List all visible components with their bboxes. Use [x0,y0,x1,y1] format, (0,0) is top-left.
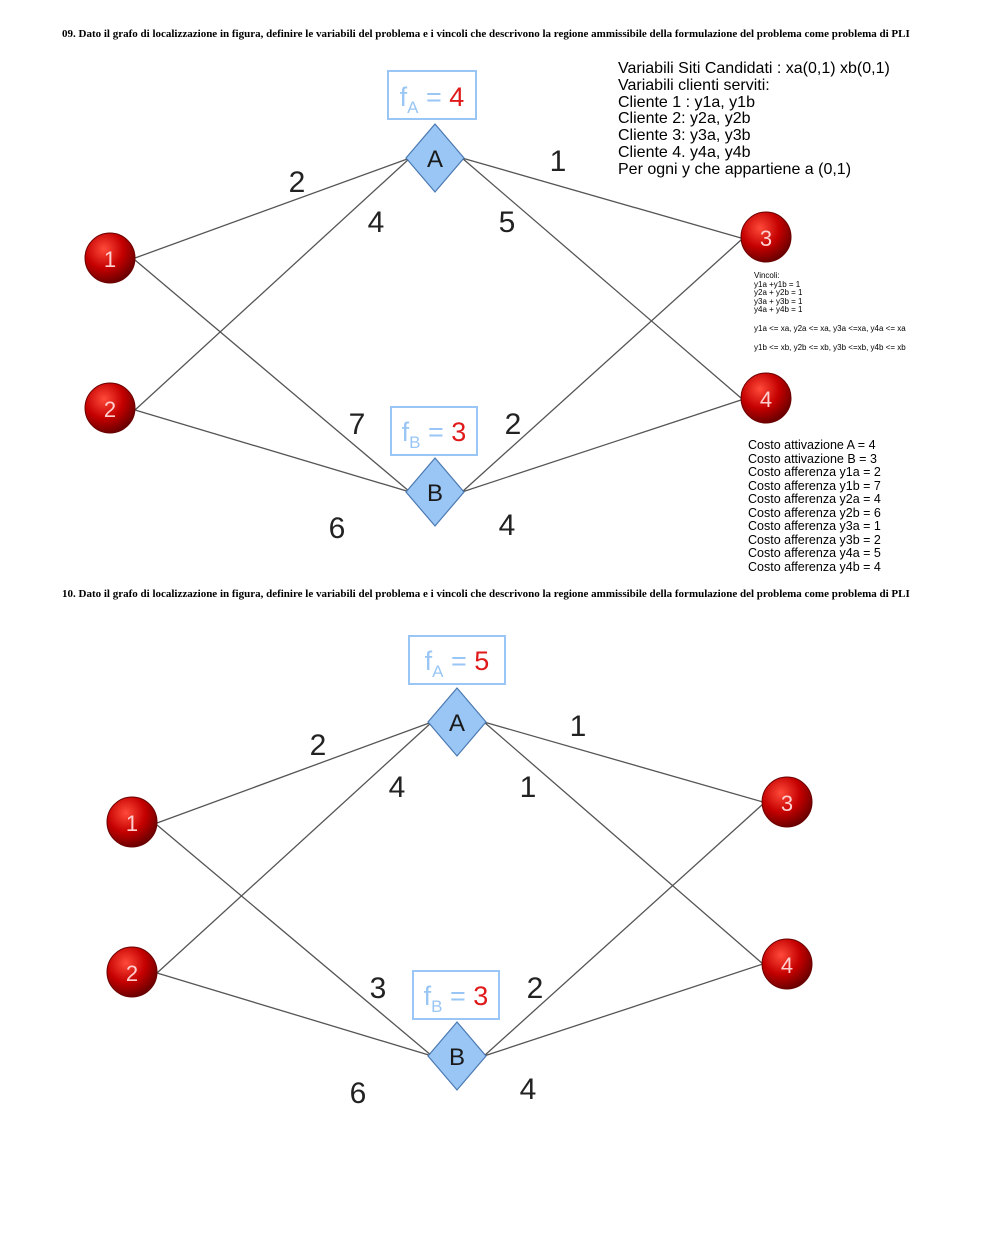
variables-line: Per ogni y che appartiene a (0,1) [618,160,852,178]
cost-line: Costo afferenza y3a = 1 [748,519,881,533]
edge-1-A [156,721,433,824]
constraint-link-line: y1b <= xb, y2b <= xb, y3b <=xb, y4b <= x… [754,342,906,352]
edge-A-4 [461,157,742,399]
weight-1-A: 2 [310,729,327,762]
edge-B-4 [483,963,764,1057]
svg-text:A: A [427,146,443,173]
weight-A-4: 5 [499,206,516,239]
site-node-a: A [405,123,465,193]
variables-list: Variabili Siti Candidati : xa(0,1) xb(0,… [618,60,890,179]
svg-text:fA = 5: fA = 5 [425,646,490,681]
weight-B-3: 2 [527,972,544,1005]
site-node-b: B [427,1021,487,1091]
weight-A-3: 1 [570,710,587,743]
svg-text:B: B [449,1044,465,1071]
cost-line: Costo afferenza y1a = 2 [748,465,881,479]
question-09-title: 09. Dato il grafo di localizzazione in f… [62,28,910,40]
svg-text:3: 3 [781,791,793,816]
svg-text:1: 1 [126,811,138,836]
constraint-line: y2a + y2b = 1 [754,288,803,298]
constraints-block: Vincoli: y1a +y1b = 1 y2a + y2b = 1 y3a … [754,271,906,352]
cost-line: Costo afferenza y2b = 6 [748,505,881,520]
svg-text:fB = 3: fB = 3 [402,417,467,452]
weight-B-4: 4 [520,1073,537,1106]
weight-1-B: 3 [370,972,387,1005]
edge-1-A [134,157,411,259]
client-node-3: 3 [740,211,792,263]
cost-line: Costo attivazione B = 3 [748,451,877,466]
edge-2-B [156,972,433,1057]
svg-text:2: 2 [104,397,116,422]
svg-text:B: B [427,480,443,507]
variables-line: Cliente 4. y4a, y4b [618,143,751,161]
edge-1-B [156,824,433,1057]
graph-10: 2 4 1 1 3 6 2 4 fA = 5 fB = 3 A B 1 2 3 [106,635,813,1110]
site-b-cost-box: fB = 3 [390,406,478,456]
weight-1-A: 2 [289,166,306,199]
weight-2-A: 4 [389,771,406,804]
svg-text:1: 1 [104,247,116,272]
weight-B-3: 2 [505,408,522,441]
edge-B-4 [461,399,742,493]
question-10-title: 10. Dato il grafo di localizzazione in f… [62,588,910,600]
graph-09: 2 4 1 5 7 6 2 4 fA = 4 fB = 3 A B 1 2 [84,70,792,545]
client-node-2: 2 [106,946,158,998]
edge-1-B [134,259,411,493]
cost-line: Costo afferenza y4b = 4 [748,559,881,574]
constraint-line: y4a + y4b = 1 [754,305,803,315]
client-node-4: 4 [740,372,792,424]
client-node-1: 1 [84,232,136,284]
constraint-line: y1a +y1b = 1 [754,279,801,289]
edge-A-3 [461,157,742,239]
weight-2-A: 4 [368,206,385,239]
cost-line: Costo afferenza y4a = 5 [748,546,881,560]
edge-A-3 [483,721,764,803]
weight-1-B: 7 [349,408,366,441]
variables-line: Cliente 1 : y1a, y1b [618,93,755,111]
svg-text:fB = 3: fB = 3 [424,981,489,1016]
svg-text:A: A [449,710,465,737]
cost-line: Costo afferenza y2a = 4 [748,492,881,506]
variables-line: Variabili Siti Candidati : xa(0,1) xb(0,… [618,60,890,77]
svg-text:3: 3 [760,226,772,251]
variables-line: Variabili clienti serviti: [618,76,770,94]
constraint-line: y3a + y3b = 1 [754,296,803,306]
weight-2-B: 6 [329,512,346,545]
client-node-2: 2 [84,382,136,434]
svg-text:4: 4 [781,953,793,978]
site-node-b: B [405,457,465,527]
client-node-3: 3 [761,776,813,828]
edge-2-A [156,721,433,974]
costs-list: Costo attivazione A = 4 Costo attivazion… [748,438,881,574]
constraints-title: Vincoli: [754,271,780,280]
variables-line: Cliente 2: y2a, y2b [618,110,751,128]
cost-line: Costo attivazione A = 4 [748,438,876,452]
site-a-cost-box: fA = 4 [387,70,477,120]
site-b-cost-box: fB = 3 [412,970,500,1020]
constraint-link-line: y1a <= xa, y2a <= xa, y3a <=xa, y4a <= x… [754,323,906,333]
weight-A-3: 1 [550,145,567,178]
svg-text:2: 2 [126,961,138,986]
client-node-4: 4 [761,938,813,990]
edge-B-3 [483,803,764,1057]
svg-text:4: 4 [760,387,772,412]
weight-A-4: 1 [520,771,537,804]
edge-2-A [134,157,411,411]
client-node-1: 1 [106,796,158,848]
svg-text:fA = 4: fA = 4 [400,82,465,117]
cost-line: Costo afferenza y1b = 7 [748,478,881,493]
variables-line: Cliente 3: y3a, y3b [618,127,751,145]
weight-B-4: 4 [499,509,516,542]
weight-2-B: 6 [350,1077,367,1110]
edge-A-4 [483,721,764,965]
cost-line: Costo afferenza y3b = 2 [748,532,881,547]
edge-2-B [134,409,411,493]
site-a-cost-box: fA = 5 [408,635,506,685]
edge-B-3 [461,239,742,493]
site-node-a: A [427,687,487,757]
